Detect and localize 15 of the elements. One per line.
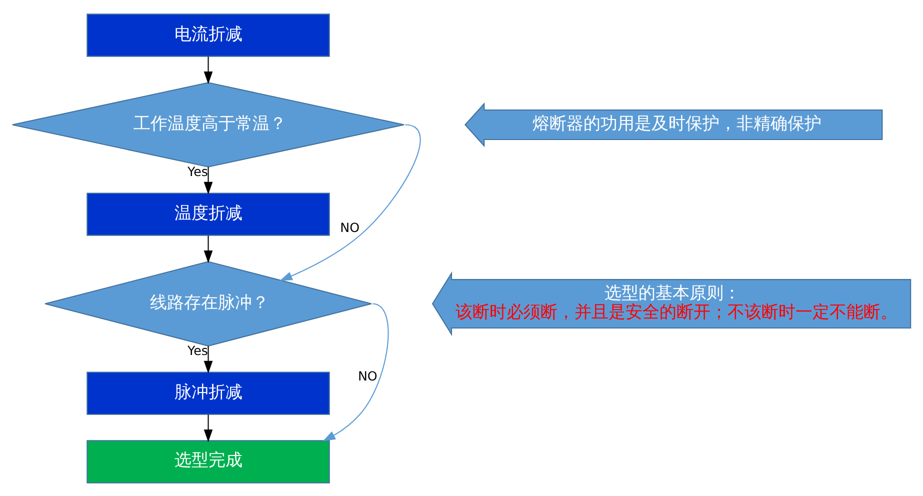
edge-label: NO (358, 368, 378, 383)
arrow (204, 235, 213, 263)
node-box: 选型完成 (86, 440, 330, 483)
arrow (204, 414, 213, 442)
edge-label: NO (340, 219, 360, 234)
arrow (322, 302, 389, 441)
node-box: 温度折减 (86, 192, 330, 236)
arrow (280, 124, 421, 280)
arrow (204, 345, 213, 374)
node-diamond: 工作温度高于常温？ (12, 82, 405, 167)
arrow (204, 56, 213, 84)
arrow (204, 166, 213, 194)
node-box: 脉冲折减 (86, 371, 330, 414)
node-diamond: 线路存在脉冲？ (44, 260, 372, 346)
node-box: 电流折减 (86, 13, 330, 56)
